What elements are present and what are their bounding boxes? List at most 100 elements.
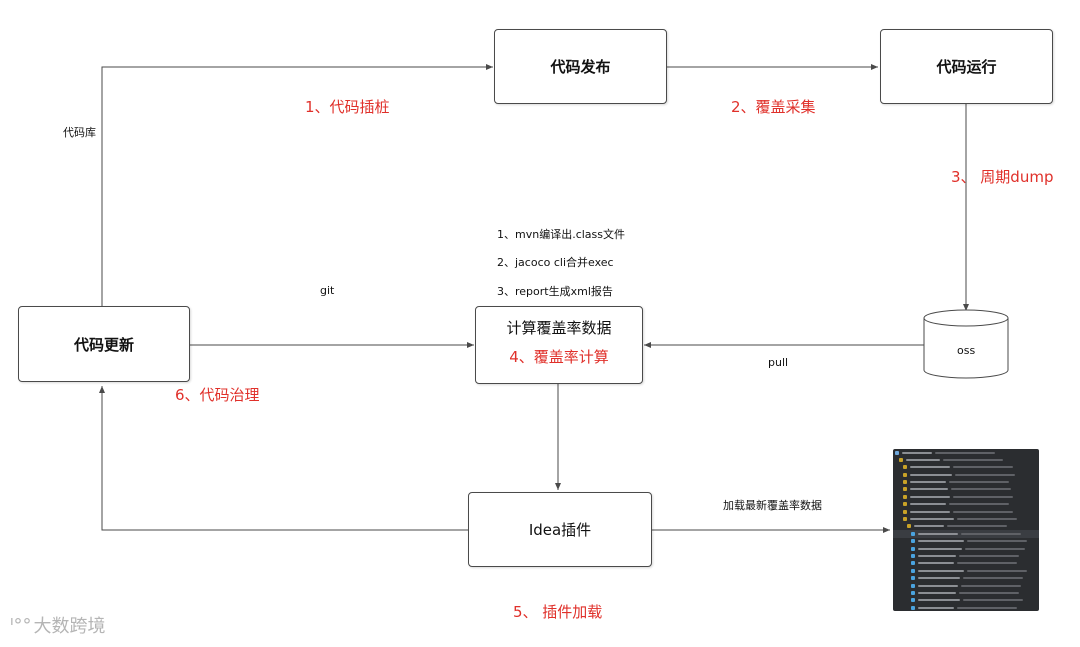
ide-row-stats (953, 510, 1013, 513)
step-4-label: 4、覆盖率计算 (509, 348, 609, 366)
ide-row-text (918, 577, 960, 580)
ide-row-text (910, 503, 946, 506)
ide-row-stats (957, 562, 1017, 565)
ide-node-icon (911, 539, 915, 544)
ide-row-text (910, 488, 948, 491)
node-code-update: 代码更新 (18, 306, 190, 382)
ide-tree-row (893, 538, 1039, 545)
note-1: 1、mvn编译出.class文件 (497, 228, 625, 241)
watermark-text: 大数跨境 (33, 616, 106, 637)
pull-label: pull (768, 356, 789, 369)
ide-row-stats (963, 577, 1023, 580)
ide-node-icon (903, 517, 907, 522)
ide-node-icon (903, 509, 907, 514)
ide-row-stats (955, 473, 1015, 476)
oss-label: oss (957, 344, 976, 357)
ide-node-icon (903, 465, 907, 470)
node-calc-coverage: 计算覆盖率数据 4、覆盖率计算 (475, 306, 643, 384)
ide-tree-row (893, 501, 1039, 508)
note-3: 3、report生成xml报告 (497, 285, 613, 298)
edge-idea-to-update (99, 386, 468, 531)
edge-update-to-publish (101, 64, 493, 306)
ide-row-text (910, 518, 954, 521)
ide-tree-row (893, 567, 1039, 574)
ide-row-text (918, 606, 954, 609)
ide-tree-row (893, 597, 1039, 604)
step-6-label: 6、代码治理 (175, 386, 260, 404)
node-label: 代码发布 (550, 58, 611, 76)
ide-tree-row (893, 589, 1039, 596)
ide-row-text (918, 569, 964, 572)
ide-node-icon (911, 561, 915, 566)
ide-row-text (918, 547, 962, 550)
load-latest-label: 加载最新覆盖率数据 (723, 499, 822, 512)
node-code-publish: 代码发布 (494, 29, 667, 104)
ide-tree-row (893, 456, 1039, 463)
ide-tree-row (893, 582, 1039, 589)
ide-row-text (918, 554, 956, 557)
ide-row-stats (965, 547, 1025, 550)
ide-row-text (918, 584, 958, 587)
ide-row-text (918, 591, 956, 594)
step-5-label: 5、 插件加载 (513, 603, 603, 621)
ide-node-icon (903, 494, 907, 499)
ide-node-icon (903, 487, 907, 492)
ide-node-icon (903, 502, 907, 507)
node-label: 代码运行 (936, 58, 997, 76)
git-label: git (320, 284, 335, 297)
ide-node-icon (911, 590, 915, 595)
ide-node-icon (911, 605, 915, 610)
ide-row-stats (967, 540, 1027, 543)
ide-node-icon (911, 598, 915, 603)
step-2-label: 2、覆盖采集 (731, 98, 816, 116)
ide-tree-row (893, 486, 1039, 493)
ide-coverage-screenshot (893, 449, 1039, 611)
ide-row-stats (951, 488, 1011, 491)
ide-node-icon (911, 553, 915, 558)
ide-tree-row (893, 575, 1039, 582)
ide-tree-row (893, 604, 1039, 611)
ide-node-icon (899, 457, 903, 462)
ide-tree-row (893, 545, 1039, 552)
ide-row-stats (947, 525, 1007, 528)
ide-row-text (906, 458, 940, 461)
ide-row-text (910, 481, 946, 484)
ide-row-stats (961, 532, 1021, 535)
ide-node-icon (911, 568, 915, 573)
ide-row-stats (963, 599, 1023, 602)
ide-tree-row (893, 493, 1039, 500)
ide-node-icon (895, 450, 899, 455)
ide-row-stats (949, 503, 1009, 506)
ide-row-stats (953, 495, 1013, 498)
ide-node-icon (903, 472, 907, 477)
ide-row-text (910, 495, 950, 498)
step-3-label: 3、 周期dump (951, 168, 1054, 186)
ide-tree-row (893, 449, 1039, 456)
ide-node-icon (911, 576, 915, 581)
ide-row-text (902, 451, 932, 454)
ide-row-stats (957, 606, 1017, 609)
ide-tree-row (893, 471, 1039, 478)
oss-cylinder (923, 309, 1009, 379)
ide-tree-row (893, 479, 1039, 486)
ide-node-icon (911, 531, 915, 536)
ide-row-text (910, 510, 950, 513)
note-2: 2、jacoco cli合并exec (497, 256, 614, 269)
ide-row-stats (959, 591, 1019, 594)
node-label: 计算覆盖率数据 (506, 319, 612, 337)
ide-tree-row (893, 516, 1039, 523)
ide-node-icon (911, 546, 915, 551)
ide-tree-row (893, 552, 1039, 559)
ide-row-stats (935, 451, 995, 454)
ide-row-text (918, 540, 964, 543)
ide-row-text (910, 473, 952, 476)
ide-row-text (914, 525, 944, 528)
ide-row-stats (943, 458, 1003, 461)
ide-row-stats (957, 518, 1017, 521)
watermark-logo: ᑊ°° 大数跨境 (10, 612, 105, 638)
ide-node-icon (903, 480, 907, 485)
ide-row-text (918, 562, 954, 565)
ide-row-stats (961, 584, 1021, 587)
ide-node-icon (911, 583, 915, 588)
